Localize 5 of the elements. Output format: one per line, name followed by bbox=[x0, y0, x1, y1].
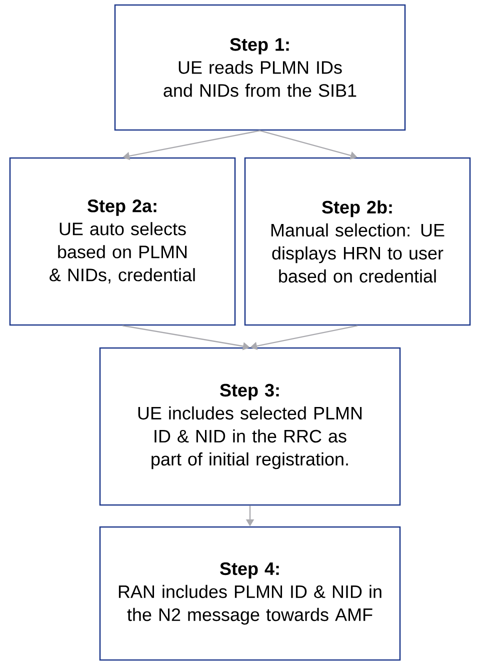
step-box: Step 1: UE reads PLMN IDs and NIDs from the SIB1 bbox=[114, 4, 406, 131]
step-box: Step 2b: Manual selection: UE displays HRN to user based on credential bbox=[244, 157, 471, 326]
step-box: Step 2a: UE auto selects based on PLMN & NIDs, credential bbox=[9, 157, 236, 326]
step-box: Step 3: UE includes selected PLMN ID & NID in the RRC as part of initial registration. bbox=[99, 347, 401, 506]
step-box: Step 4: RAN includes PLMN ID & NID in the N2 message towards AMF bbox=[99, 526, 401, 661]
